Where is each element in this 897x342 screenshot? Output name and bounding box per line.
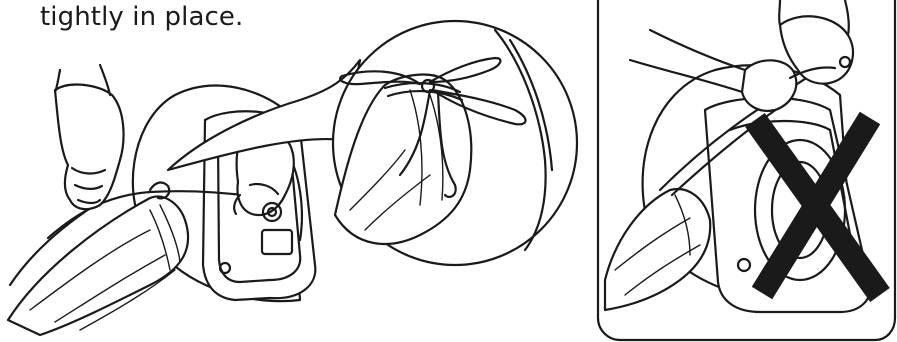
main-scene-icon [8,65,315,335]
